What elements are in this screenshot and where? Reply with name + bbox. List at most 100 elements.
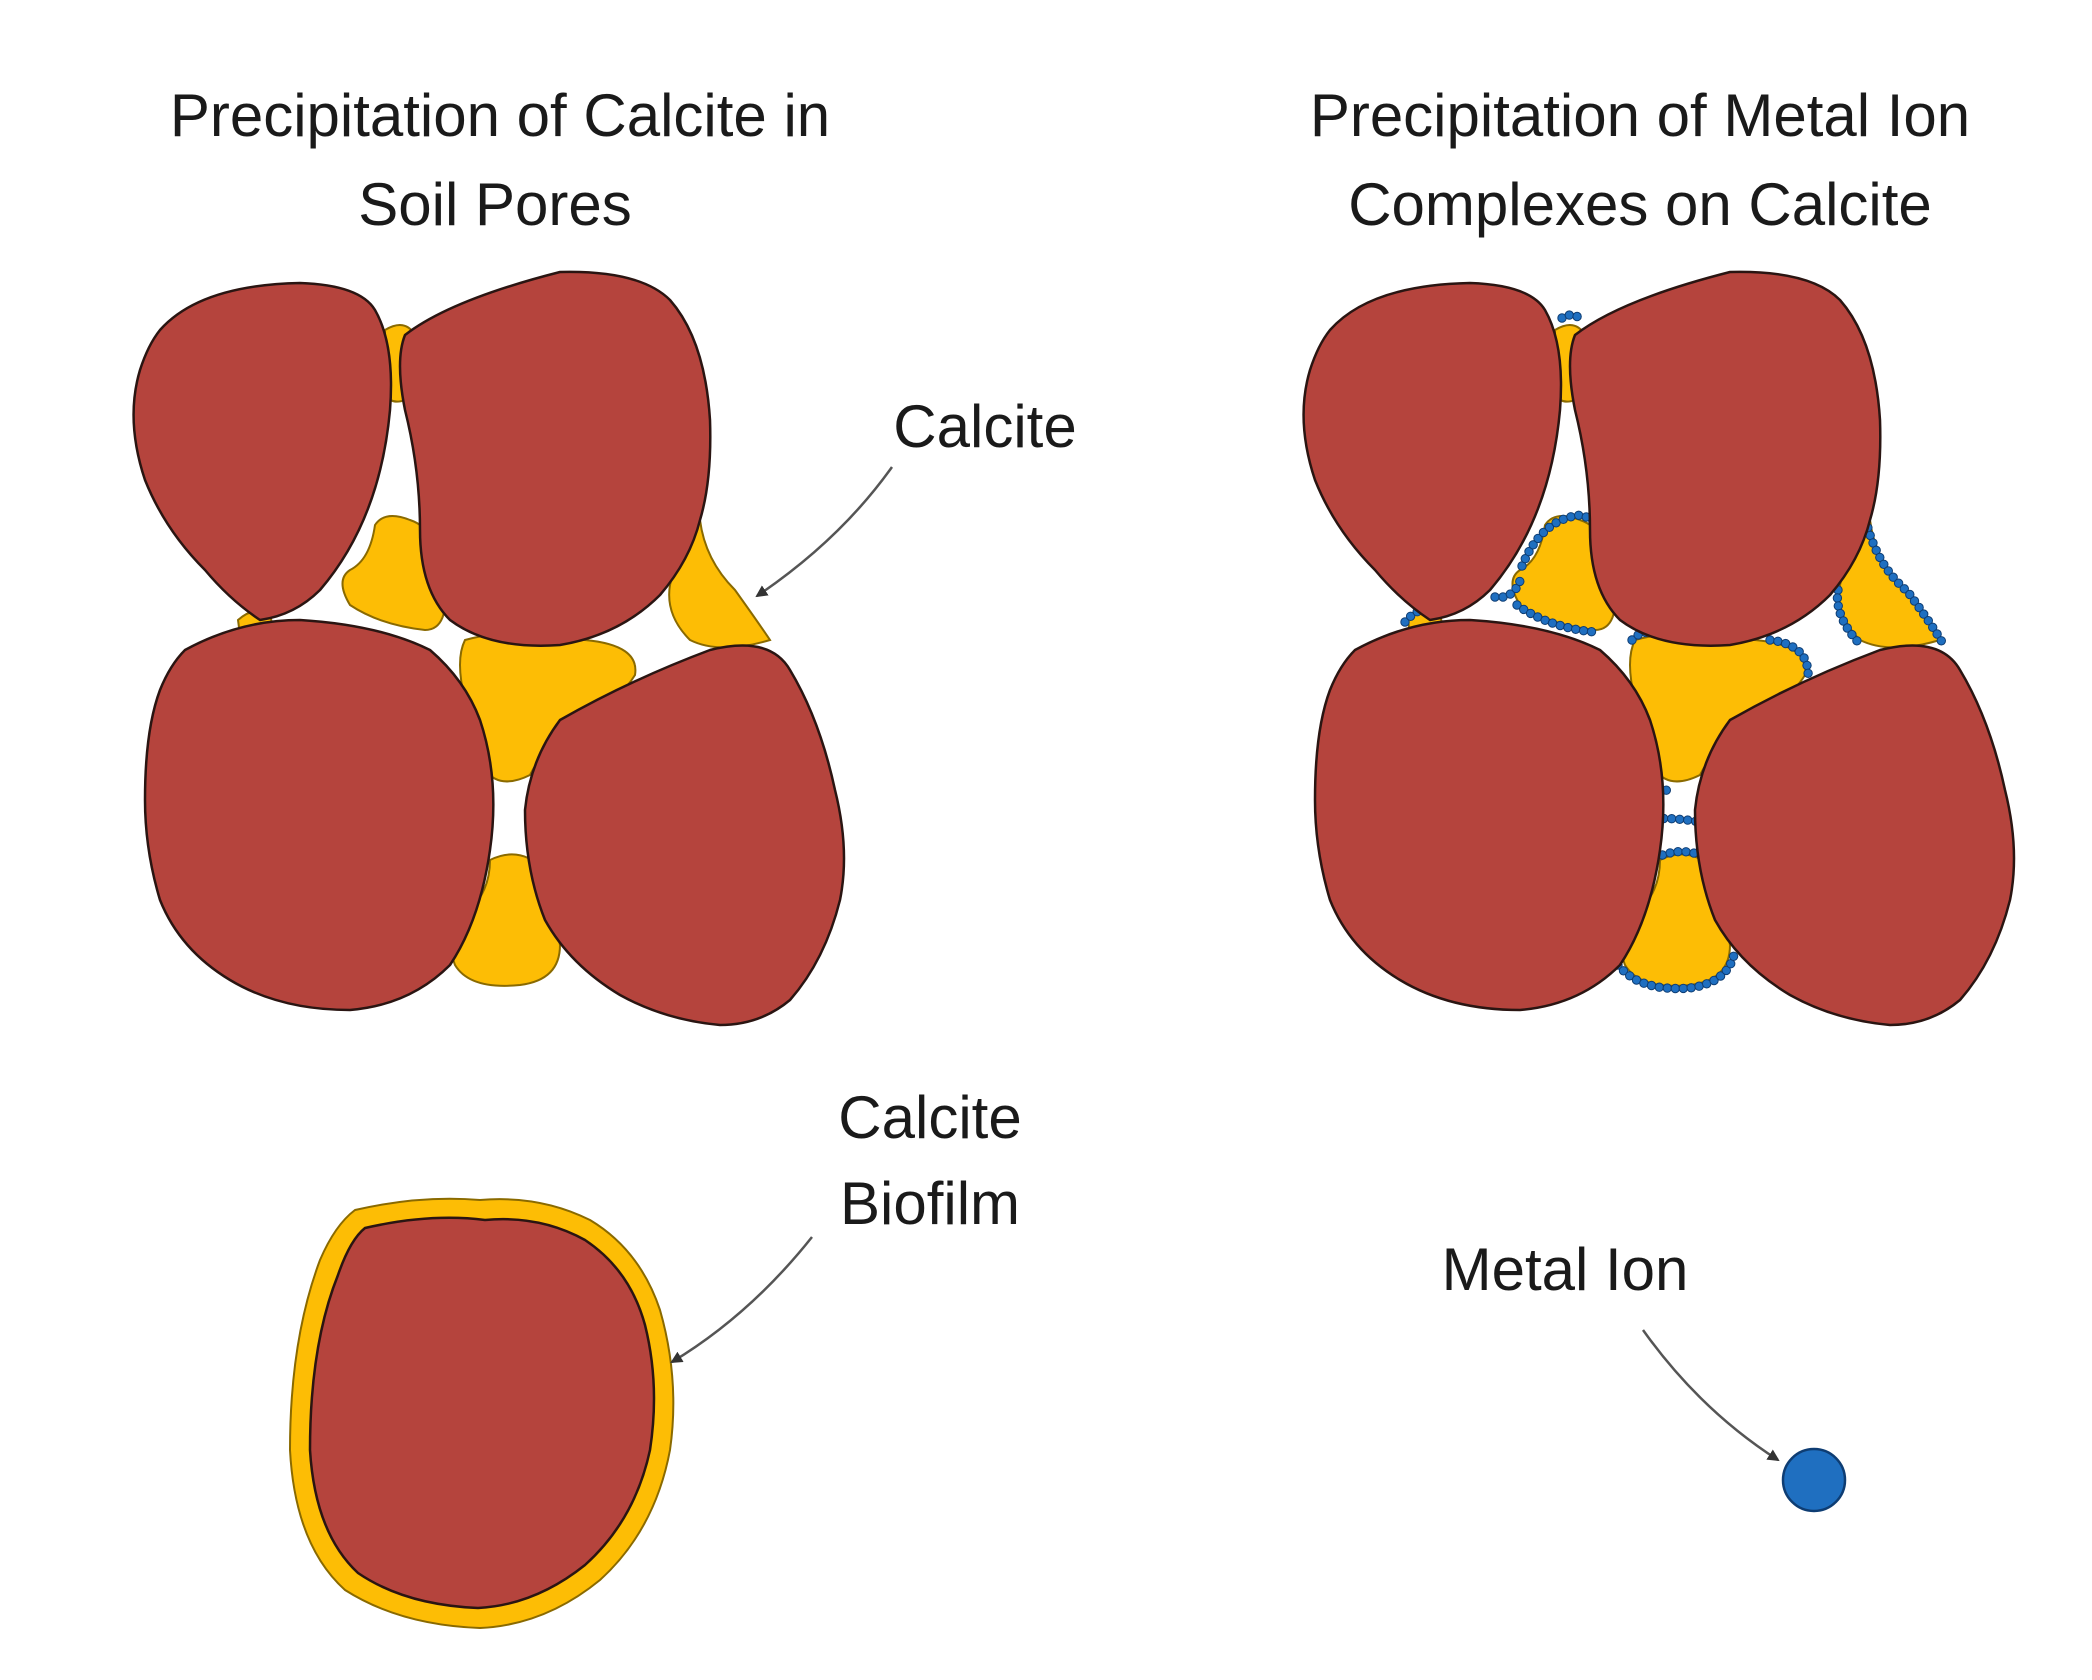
metal-ion-dot [1842, 623, 1852, 633]
metal-ion-dot [1875, 552, 1885, 563]
metal-ion-dot [1803, 668, 1813, 678]
soil-grain [523, 644, 846, 1027]
metal-ion-dot [1511, 583, 1521, 594]
metal-ion-dot [1400, 617, 1410, 627]
metal-ion-dot [1932, 629, 1942, 639]
metal-ion-dot [1627, 635, 1637, 645]
metal-ion-dot [1686, 983, 1696, 993]
metal-ion-dot [1765, 635, 1775, 645]
biofilm-arrow [670, 1236, 813, 1364]
metal-ion-dot [1905, 589, 1915, 600]
metal-ion-dot [1662, 983, 1672, 993]
metal-ion-dot [1832, 593, 1843, 603]
metal-ion-dot [1572, 311, 1582, 322]
metal-ion-dot [1683, 815, 1693, 825]
metal-ion-dot [1578, 626, 1589, 636]
metal-ion-dot [1547, 618, 1558, 628]
metal-ion-dot [1893, 578, 1904, 588]
metal-ion-arrow [1641, 1329, 1780, 1462]
metal-ion-dot [1728, 951, 1739, 961]
metal-ion-dot [1667, 814, 1677, 824]
metal-ion-dot [1847, 629, 1857, 640]
biofilm-callout: Calcite Biofilm [670, 1084, 1022, 1364]
metal-ion-dot [1852, 636, 1862, 646]
metal-ion-dot [1675, 814, 1685, 824]
metal-ion-dot [1512, 600, 1522, 610]
metal-ion-dot [1625, 971, 1635, 981]
right-title-line2: Complexes on Calcite [1348, 171, 1932, 238]
metal-ion-dot [1883, 566, 1893, 576]
metal-ion-dot [1709, 975, 1719, 986]
calcite-callout: Calcite [755, 393, 1077, 598]
metal-ion-dot [1538, 527, 1549, 538]
metal-ion-dot [1715, 971, 1726, 981]
right-panel: Precipitation of Metal Ion Complexes on … [1302, 82, 2016, 1513]
metal-ion-dot [1563, 622, 1573, 633]
metal-ion-dot [1646, 980, 1657, 991]
left-title-line1: Precipitation of Calcite in [170, 82, 830, 149]
calcite-arrow [755, 466, 894, 598]
metal-ion-dot [1678, 983, 1688, 994]
biofilm-grain-group [288, 1197, 675, 1630]
metal-ion-dot [1405, 611, 1416, 621]
soil-grains-left [132, 270, 846, 1027]
metal-ion-dot [1564, 310, 1574, 320]
soil-grain [143, 618, 495, 1012]
metal-ion-dot [1802, 660, 1812, 671]
metal-ion-dot [1533, 533, 1543, 544]
metal-ion-dot [1681, 847, 1691, 857]
metal-ion-dot [1528, 540, 1538, 550]
metal-ion-dot [1618, 966, 1629, 976]
metal-ion-dot [1721, 965, 1731, 976]
metal-ion-dot [1524, 546, 1534, 557]
metal-ion-dot [1571, 624, 1581, 634]
biofilm-label-line1: Calcite [838, 1084, 1021, 1151]
biofilm-label-line2: Biofilm [840, 1170, 1020, 1237]
metal-ion-dot [1909, 596, 1920, 606]
metal-ion-symbol [1781, 1447, 1847, 1513]
right-title-line1: Precipitation of Metal Ion [1310, 82, 1970, 149]
metal-ion-label: Metal Ion [1442, 1236, 1689, 1303]
metal-ion-dot [1914, 602, 1924, 613]
metal-ion-dot [1773, 636, 1783, 646]
metal-ion-dot [1515, 576, 1525, 587]
soil-grains-right [1302, 270, 2016, 1027]
metal-ion-dot [1639, 978, 1649, 988]
right-cluster [1302, 270, 2016, 1027]
metal-ion-dot [1923, 616, 1933, 626]
metal-ion-dot [1520, 554, 1530, 564]
calcite-label: Calcite [893, 393, 1076, 460]
soil-grain [1313, 618, 1665, 1012]
metal-ion-dot [1490, 592, 1500, 602]
soil-grain [1302, 281, 1563, 622]
metal-ion-dot [1505, 589, 1515, 599]
metal-ion-dot [1936, 636, 1946, 646]
metal-ion-dot [1544, 522, 1555, 532]
metal-ion-dot [1555, 620, 1565, 631]
metal-ion-dot [1838, 616, 1849, 626]
metal-ion-dot [1888, 572, 1898, 582]
metal-ion-dot [1899, 584, 1909, 594]
metal-ion-dot [1673, 847, 1683, 857]
metal-ion-dot [1833, 601, 1843, 611]
soil-grain [398, 270, 712, 647]
soil-grain [1693, 644, 2016, 1027]
metal-ion-dot [1879, 559, 1889, 569]
metal-ion-dot [1519, 604, 1529, 615]
soil-grain [132, 281, 393, 622]
metal-ion-dot [1670, 983, 1680, 994]
metal-ion-dot [1654, 982, 1664, 992]
metal-ion-dot [1788, 642, 1798, 652]
metal-ion-dot [1586, 627, 1597, 637]
metal-ion-dot [1566, 512, 1576, 522]
soil-grain [1568, 270, 1882, 647]
left-panel: Precipitation of Calcite in Soil Pores C… [132, 82, 1077, 1630]
metal-ion-dot [1928, 622, 1938, 632]
metal-ion-dot [1574, 510, 1584, 520]
metal-ion-dot [1919, 609, 1929, 619]
metal-ion-callout: Metal Ion [1442, 1236, 1847, 1513]
soil-grain-with-biofilm [308, 1216, 656, 1610]
metal-ion-dot [1794, 647, 1804, 657]
left-title-line2: Soil Pores [358, 171, 631, 238]
